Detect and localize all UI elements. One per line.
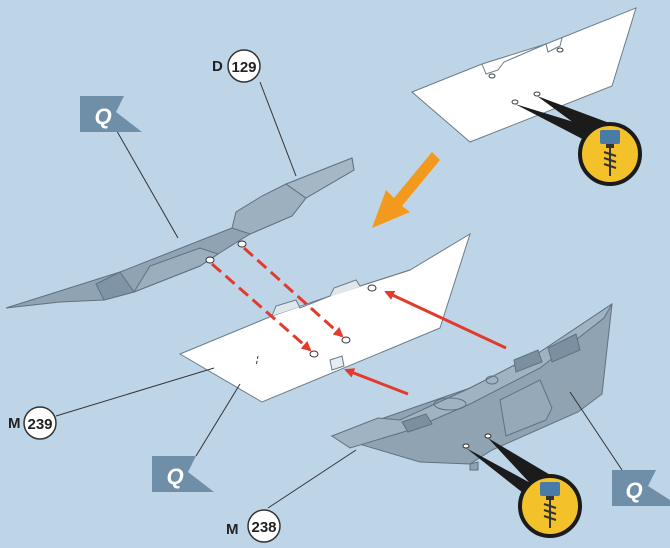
flag-icon: Q <box>80 96 142 132</box>
callout-prefix: M <box>8 415 21 432</box>
flag-icon: Q <box>152 456 214 492</box>
flag-label: Q <box>625 478 642 503</box>
part-d129 <box>6 158 354 308</box>
callout-m239: M 239 <box>8 407 56 439</box>
big-direction-arrow <box>372 152 440 228</box>
flag-icon: Q <box>612 470 670 506</box>
callout-prefix: M <box>226 521 239 538</box>
callout-number: 129 <box>231 59 256 76</box>
part-m239 <box>180 234 470 402</box>
callout-number: 239 <box>27 416 52 433</box>
callout-m238: M 238 <box>226 510 280 542</box>
callout-prefix: D <box>212 58 223 75</box>
flag-label: Q <box>94 104 111 129</box>
callout-d129: D 129 <box>212 50 260 82</box>
drill-icon <box>520 476 580 536</box>
drill-icon <box>580 124 640 184</box>
callout-number: 238 <box>251 519 276 536</box>
flag-label: Q <box>166 464 183 489</box>
